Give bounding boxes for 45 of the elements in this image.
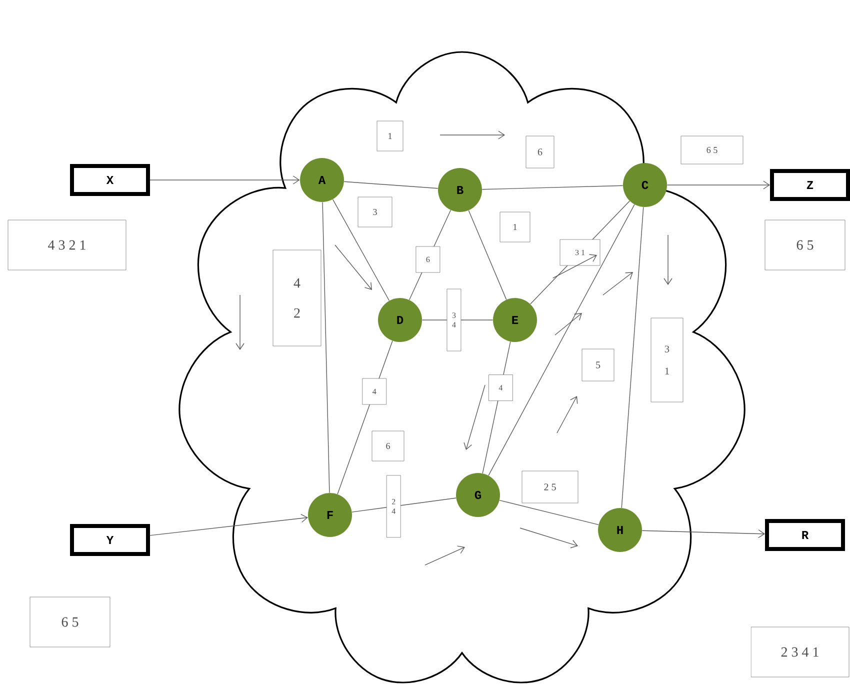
connector	[482, 185, 624, 190]
connector	[488, 204, 635, 476]
number-box: 6 5	[764, 220, 846, 270]
connector	[666, 180, 770, 190]
terminal-box: R	[765, 519, 846, 551]
terminal-box: X	[70, 164, 150, 196]
connector	[621, 206, 644, 508]
circle-node: D	[378, 298, 422, 342]
circle-node: B	[438, 168, 482, 212]
connector	[150, 514, 308, 536]
number-box: 2 3 4 1	[750, 626, 850, 678]
edge-label: 4	[488, 374, 513, 401]
edge-label: 4	[362, 378, 387, 405]
edge-label: 2 4	[386, 475, 401, 538]
circle-node: F	[308, 493, 352, 537]
number-box: 3 1	[650, 318, 684, 402]
number-box: 1	[376, 120, 404, 152]
number-box: 2 5	[522, 470, 578, 504]
circle-node: G	[456, 473, 500, 517]
number-box: 4 2	[272, 250, 322, 346]
connector	[322, 202, 330, 494]
circle-node: E	[493, 298, 537, 342]
number-box: 3	[358, 196, 392, 228]
circle-node: H	[598, 508, 642, 552]
edge-label: 3 1	[560, 239, 600, 266]
connector	[642, 529, 766, 538]
circle-node: C	[623, 163, 667, 207]
edge-label: 6	[416, 246, 440, 273]
number-box: 4 3 2 1	[8, 220, 126, 270]
connector	[499, 500, 599, 526]
connector	[150, 176, 300, 184]
number-box: 6 5	[680, 136, 744, 164]
cloud-shape	[178, 51, 746, 684]
number-box: 5	[582, 348, 614, 382]
connector	[332, 199, 390, 301]
number-box: 6	[372, 430, 404, 462]
terminal-box: Z	[770, 169, 850, 201]
connector	[468, 210, 507, 300]
number-box: 6 5	[30, 596, 110, 648]
terminal-box: Y	[70, 524, 150, 556]
number-box: 1	[500, 212, 530, 242]
edge-label: 3 4	[446, 288, 462, 352]
connector	[344, 181, 438, 189]
circle-node: A	[300, 158, 344, 202]
number-box: 6	[526, 136, 554, 168]
